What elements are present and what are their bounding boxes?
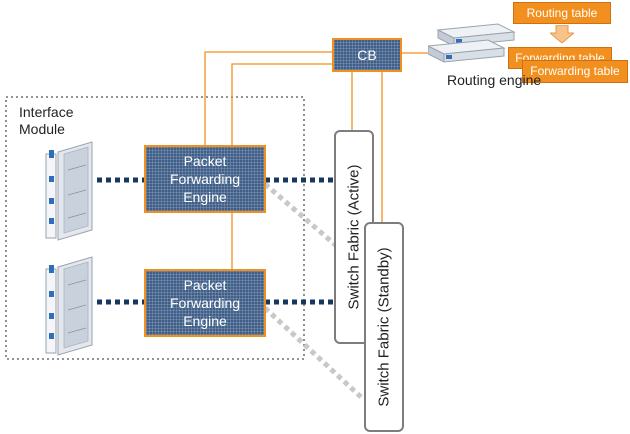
packet-forwarding-engine-1: Packet Forwarding Engine: [144, 145, 266, 213]
pfe2-line2: Forwarding: [169, 295, 241, 311]
routing-table-box: Routing table: [513, 2, 611, 24]
pfe2-to-standby-fabric-link: [263, 306, 364, 400]
control-board-label: CB: [357, 47, 377, 63]
interface-module-label-line2: Module: [19, 121, 65, 137]
routing-engine-label: Routing engine: [447, 72, 542, 88]
routing-table-label: Routing table: [526, 6, 598, 20]
switch-fabric-standby: Switch Fabric (Standby): [364, 222, 404, 432]
routing-engine-server-icon: [428, 23, 516, 63]
interface-module-label: Interface Module: [19, 104, 73, 138]
forwarding-table-front-box: Forwarding table: [522, 60, 628, 83]
pfe1-to-standby-fabric-link: [263, 182, 364, 270]
packet-forwarding-engine-2: Packet Forwarding Engine: [144, 269, 266, 337]
interface-card-1-icon: [45, 141, 93, 241]
cb-link-pfe-2: [231, 63, 335, 146]
cb-link-pfe-1: [204, 51, 335, 146]
interface-card-2-icon: [45, 256, 93, 356]
pfe1-line1: Packet: [183, 153, 227, 169]
forwarding-table-front-label: Forwarding table: [530, 64, 620, 78]
switch-fabric-active-label: Switch Fabric (Active): [345, 164, 363, 310]
interface-module-label-line1: Interface: [19, 104, 74, 120]
switch-fabric-standby-label: Switch Fabric (Standby): [375, 247, 393, 407]
pfe1-line3: Engine: [183, 189, 227, 205]
pfe2-line3: Engine: [183, 313, 227, 329]
down-arrow-icon: [550, 25, 574, 43]
pfe2-line1: Packet: [183, 277, 227, 293]
control-board: CB: [332, 38, 402, 72]
pfe1-line2: Forwarding: [169, 171, 241, 187]
